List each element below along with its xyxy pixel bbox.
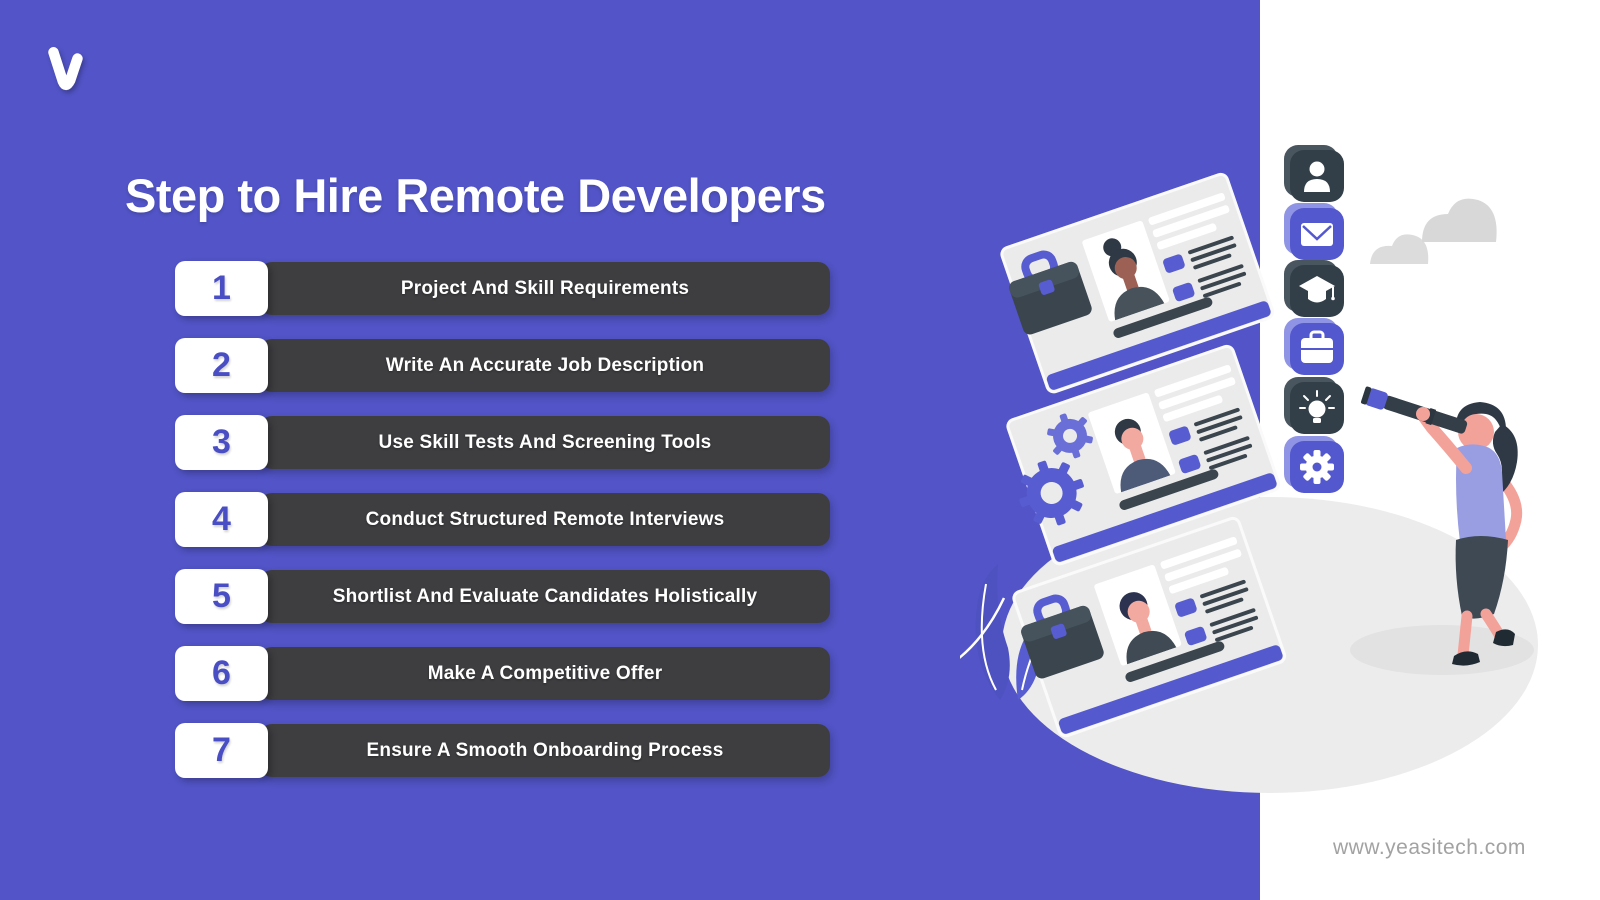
stripes [1148, 192, 1230, 250]
step-number-box: 5 [175, 569, 268, 624]
step-number: 7 [212, 731, 231, 769]
page-title: Step to Hire Remote Developers [125, 169, 826, 222]
step-number: 2 [212, 346, 231, 384]
step-row-5: Shortlist And Evaluate Candidates Holist… [175, 569, 830, 624]
mail-icon [1284, 203, 1344, 260]
step-number: 6 [212, 654, 231, 692]
step-number: 3 [212, 423, 231, 461]
candidate-card-3 [1012, 516, 1287, 738]
step-row-1: Project And Skill Requirements 1 [175, 261, 830, 316]
website-url: www.yeasitech.com [1333, 836, 1526, 859]
step-number-box: 7 [175, 723, 268, 778]
user-icon [1284, 145, 1344, 202]
step-label: Use Skill Tests And Screening Tools [378, 431, 712, 453]
avatar [1114, 418, 1171, 493]
step-label: Ensure A Smooth Onboarding Process [366, 739, 724, 761]
briefcase-icon [1009, 250, 1092, 335]
avatar [1119, 592, 1177, 665]
step-bar: Make A Competitive Offer [260, 647, 830, 700]
step-label: Conduct Structured Remote Interviews [365, 508, 725, 530]
step-number: 4 [212, 500, 231, 538]
step-row-6: Make A Competitive Offer 6 [175, 646, 830, 701]
step-row-4: Conduct Structured Remote Interviews 4 [175, 492, 830, 547]
telescope-icon [1361, 386, 1468, 434]
step-label: Shortlist And Evaluate Candidates Holist… [332, 585, 758, 607]
candidate-card-2 [1006, 344, 1281, 566]
step-bar: Use Skill Tests And Screening Tools [260, 416, 830, 469]
step-row-7: Ensure A Smooth Onboarding Process 7 [175, 723, 830, 778]
briefcase-icon [1284, 318, 1344, 375]
graduation-cap-icon [1284, 260, 1344, 317]
step-number: 5 [212, 577, 231, 615]
step-bar: Conduct Structured Remote Interviews [260, 493, 830, 546]
lightbulb-icon [1284, 377, 1344, 434]
step-number-box: 2 [175, 338, 268, 393]
step-number-box: 4 [175, 492, 268, 547]
app-icon-column [1284, 145, 1344, 493]
brand-logo-icon [48, 47, 83, 91]
steps-list: Project And Skill Requirements 1 Write A… [175, 261, 830, 801]
detail-rows [1163, 235, 1247, 302]
step-number-box: 3 [175, 415, 268, 470]
step-label: Project And Skill Requirements [400, 277, 690, 299]
step-bar: Shortlist And Evaluate Candidates Holist… [260, 570, 830, 623]
step-row-3: Use Skill Tests And Screening Tools 3 [175, 415, 830, 470]
step-label: Write An Accurate Job Description [385, 354, 705, 376]
step-number-box: 6 [175, 646, 268, 701]
step-number-box: 1 [175, 261, 268, 316]
avatar [1103, 238, 1165, 321]
cloud-icon [1370, 198, 1497, 264]
step-row-2: Write An Accurate Job Description 2 [175, 338, 830, 393]
step-bar: Project And Skill Requirements [260, 262, 830, 315]
gear-icon [1284, 436, 1344, 493]
step-bar: Ensure A Smooth Onboarding Process [260, 724, 830, 777]
step-number: 1 [212, 269, 231, 307]
step-label: Make A Competitive Offer [427, 662, 663, 684]
candidate-card-1 [1000, 172, 1275, 394]
gears-icon [1019, 413, 1093, 526]
step-bar: Write An Accurate Job Description [260, 339, 830, 392]
figure-shadow [1350, 625, 1534, 675]
hiring-illustration [960, 145, 1538, 793]
briefcase-icon [1021, 594, 1104, 679]
woman-with-telescope-illustration [1350, 386, 1534, 675]
